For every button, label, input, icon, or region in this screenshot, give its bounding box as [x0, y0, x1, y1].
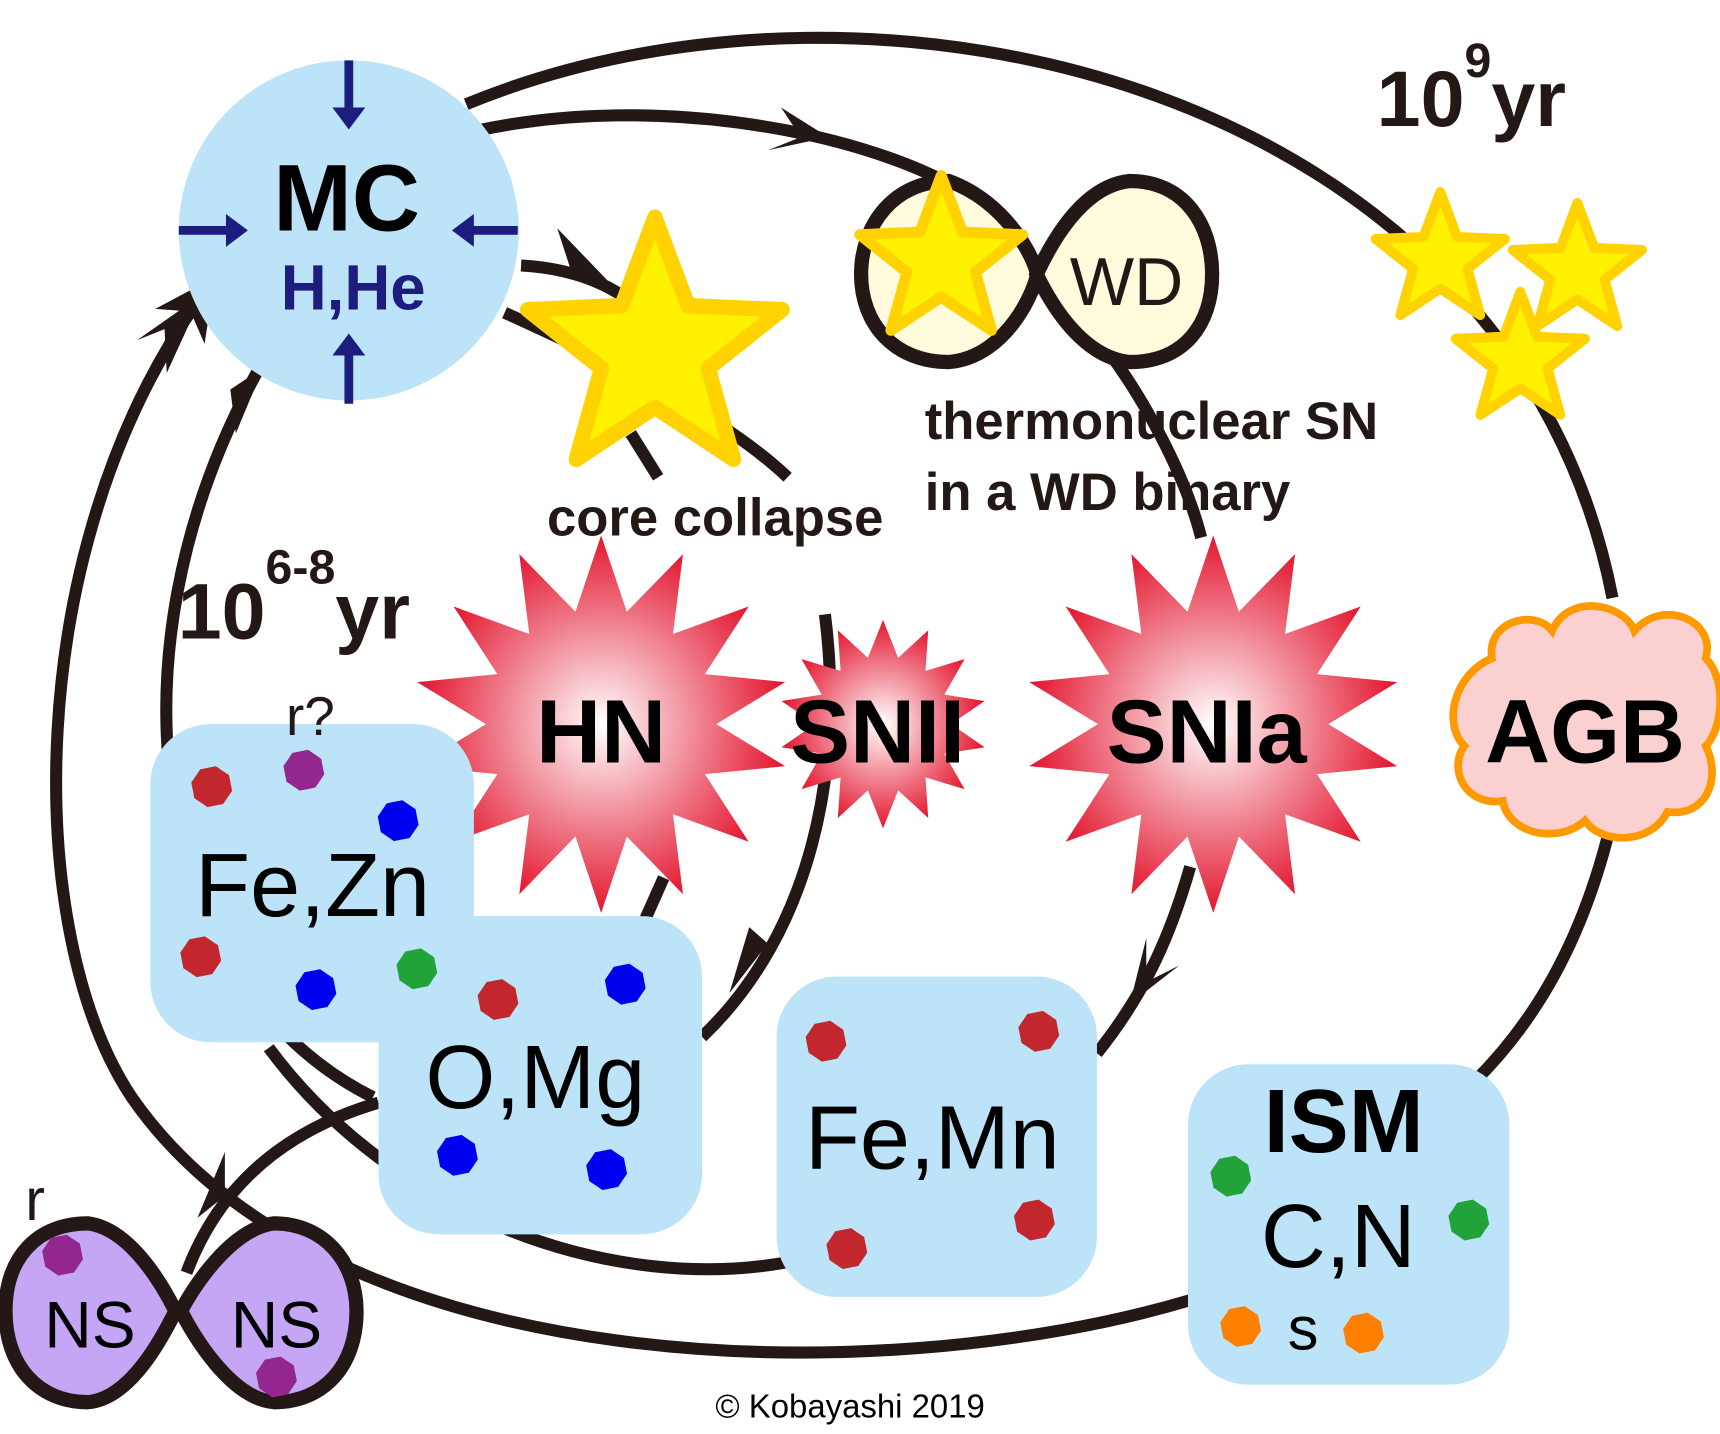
arrowhead-core-collapse	[557, 228, 615, 288]
star-icon	[1370, 187, 1510, 321]
arrowhead-to-wd	[767, 107, 829, 151]
dot-red-icon	[1014, 1199, 1055, 1241]
arrowhead-to-ns	[197, 1152, 253, 1218]
hn-label: HN	[536, 683, 666, 783]
hn-burst	[417, 535, 786, 913]
dot-green-icon	[1210, 1155, 1252, 1197]
agb-cloud: AGB	[1449, 602, 1720, 842]
arrowhead-inner-left	[197, 367, 264, 434]
star-icon	[519, 209, 790, 468]
r-process-label: r	[25, 1166, 45, 1233]
timescale-short-base: 10	[178, 568, 266, 656]
star-icon	[1507, 198, 1648, 332]
thermonuclear-label-line2: in a WD binary	[925, 463, 1291, 522]
mc-elements: H,He	[281, 252, 426, 323]
dot-red-icon	[1018, 1010, 1060, 1052]
dot-green-icon	[396, 948, 438, 990]
agb-label: AGB	[1485, 683, 1685, 783]
dot-blue-icon	[604, 963, 646, 1005]
timescale-short-exp: 6-8	[266, 541, 336, 595]
dot-red-icon	[477, 979, 519, 1020]
arrowhead-outer-left	[137, 294, 203, 374]
arrowhead-to-omg	[729, 927, 768, 993]
timescale-long-exp: 9	[1464, 34, 1491, 88]
compression-arrows-icon	[178, 60, 518, 404]
outer-loop-right	[1471, 837, 1613, 1085]
outer-loop-bottom	[50, 277, 1192, 1359]
ism-elements: C,N	[1261, 1187, 1416, 1287]
omg-to-ns	[180, 1096, 381, 1275]
mc-label: MC	[273, 145, 420, 250]
dot-blue-icon	[586, 1149, 628, 1190]
core-collapse-label: core collapse	[547, 488, 883, 547]
mc-circle	[178, 60, 519, 401]
dot-red-icon	[180, 936, 222, 978]
fezn-label: Fe,Zn	[195, 836, 430, 936]
star-icon	[1450, 286, 1591, 420]
white-dwarf	[1028, 173, 1220, 370]
timescale-short: 106-8yr	[178, 541, 410, 656]
dot-red-icon	[826, 1228, 868, 1269]
dot-purple-icon	[42, 1234, 83, 1276]
arrowhead-to-femn	[1129, 938, 1180, 1004]
copyright: © Kobayashi 2019	[715, 1388, 984, 1425]
dot-blue-icon	[377, 800, 419, 842]
omg-label: O,Mg	[425, 1028, 645, 1128]
dot-blue-icon	[295, 969, 337, 1011]
timescale-long-base: 10	[1377, 55, 1465, 143]
thermonuclear-label-line1: thermonuclear SN	[925, 392, 1378, 451]
neutron-star-2	[173, 1216, 364, 1410]
element-dots	[42, 749, 1490, 1398]
r-process-question: r?	[286, 685, 335, 747]
dot-orange-icon	[1343, 1312, 1384, 1354]
dot-red-icon	[805, 1020, 847, 1062]
ns1-label: NS	[44, 1287, 135, 1361]
dot-red-icon	[191, 766, 233, 808]
timescale-short-unit: yr	[335, 568, 410, 656]
dot-purple-icon	[283, 749, 325, 791]
snii-label: SNII	[790, 683, 965, 783]
dot-blue-icon	[437, 1134, 478, 1176]
stars	[519, 170, 1648, 468]
wd-to-snia	[1103, 347, 1208, 540]
femn-label: Fe,Mn	[805, 1088, 1060, 1188]
dot-green-icon	[1448, 1199, 1490, 1241]
cc-arc-lower	[625, 430, 664, 481]
snia-label: SNIa	[1107, 683, 1308, 783]
ism-label: ISM	[1264, 1072, 1424, 1172]
dot-purple-icon	[256, 1356, 297, 1398]
star-icon	[854, 170, 1029, 336]
dot-orange-icon	[1220, 1306, 1262, 1347]
ns-binary: NS NS	[0, 1216, 364, 1410]
ism-box	[1187, 1064, 1510, 1385]
snii-burst	[781, 619, 985, 829]
timescale-long-unit: yr	[1491, 55, 1566, 143]
snia-burst	[1029, 535, 1398, 913]
snia-to-femn	[1092, 865, 1196, 1058]
ism-s-process: s	[1288, 1295, 1319, 1364]
binary-path-wd	[481, 109, 958, 192]
ns2-label: NS	[231, 1287, 322, 1361]
timescale-long: 109yr	[1377, 34, 1566, 143]
supernova-bursts: HN SNII SNIa	[417, 535, 1398, 913]
wd-label: WD	[1070, 244, 1183, 320]
molecular-cloud: MC H,He	[178, 60, 519, 404]
